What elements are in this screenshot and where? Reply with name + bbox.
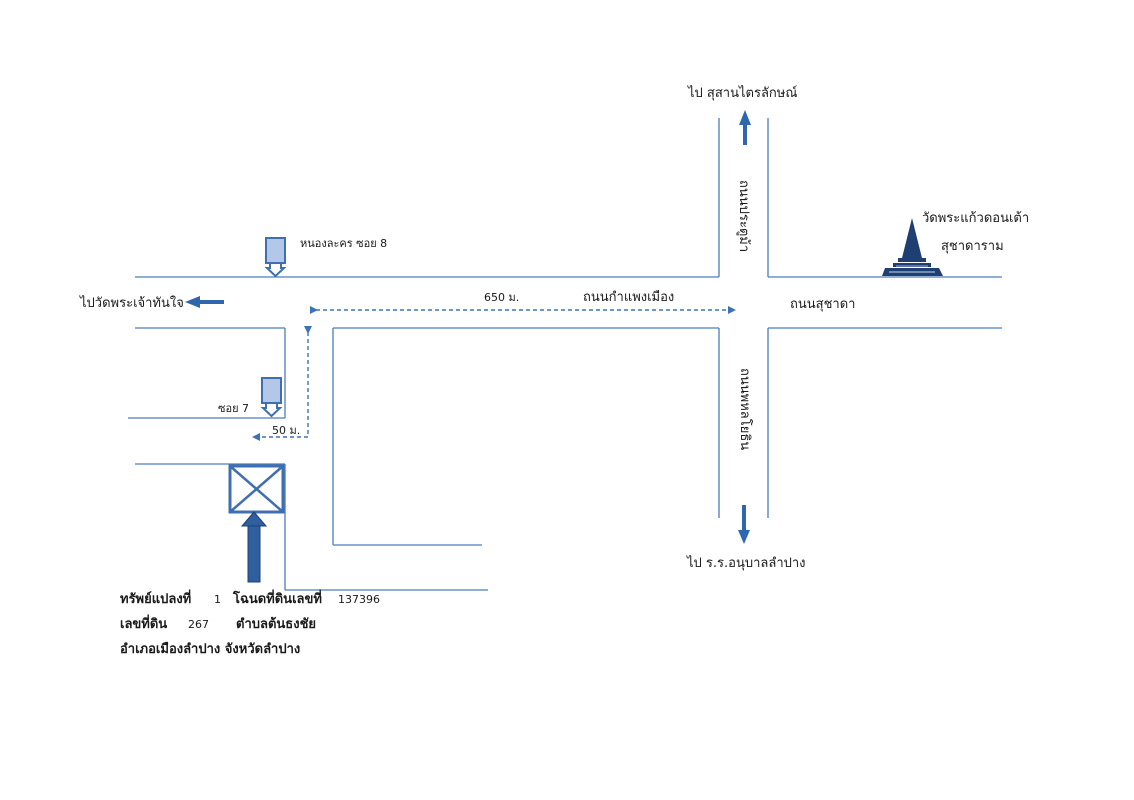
road-south-label: ถนนพหลโยธิน <box>737 368 753 450</box>
property-plot-icon <box>228 464 285 514</box>
property-subdistrict: ตำบลต้นธงชัย <box>236 616 316 632</box>
south-destination-label: ไป ร.ร.อนุบาลลำปาง <box>686 555 806 571</box>
temple-label-line1: วัดพระแก้วดอนเต้า <box>922 211 1029 226</box>
property-description: ทรัพย์แปลงที่ 1 โฉนดที่ดินเลขที่ 137396 … <box>120 589 380 657</box>
arrow-west-icon <box>185 296 224 308</box>
road-north-label: ถนนประตูม้า <box>736 180 751 252</box>
temple-label-line2: สุชาดาราม <box>941 239 1004 254</box>
distance-line-short <box>252 326 312 441</box>
arrow-south-icon <box>738 505 750 544</box>
property-pointer-arrow-icon <box>240 511 268 583</box>
west-destination-label: ไปวัดพระเจ้าทันใจ <box>79 295 184 311</box>
property-deed-number: 137396 <box>338 593 380 606</box>
property-plot-number: 1 <box>214 593 221 606</box>
property-line1-prefix: ทรัพย์แปลงที่ <box>120 589 191 607</box>
property-line3: อำเภอเมืองลำปาง จังหวัดลำปาง <box>120 641 300 657</box>
road-east-label: ถนนสุชาดา <box>790 297 855 312</box>
north-destination-label: ไป สุสานไตรลักษณ์ <box>687 85 797 101</box>
soi7-label: ซอย 7 <box>218 402 249 415</box>
temple-icon <box>882 218 943 276</box>
distance-short-label: 50 ม. <box>272 424 300 437</box>
marker-soi7-icon <box>260 377 283 418</box>
soi8-label: หนองละคร ซอย 8 <box>300 237 387 250</box>
property-land-number: 267 <box>188 618 209 631</box>
property-line1-deed-label: โฉนดที่ดินเลขที่ <box>232 589 322 607</box>
marker-soi8-icon <box>264 237 287 278</box>
arrow-north-icon <box>739 110 751 145</box>
distance-main-label: 650 ม. <box>484 291 519 304</box>
road-main-label: ถนนกำแพงเมือง <box>583 289 674 305</box>
property-line2-prefix: เลขที่ดิน <box>120 614 167 632</box>
